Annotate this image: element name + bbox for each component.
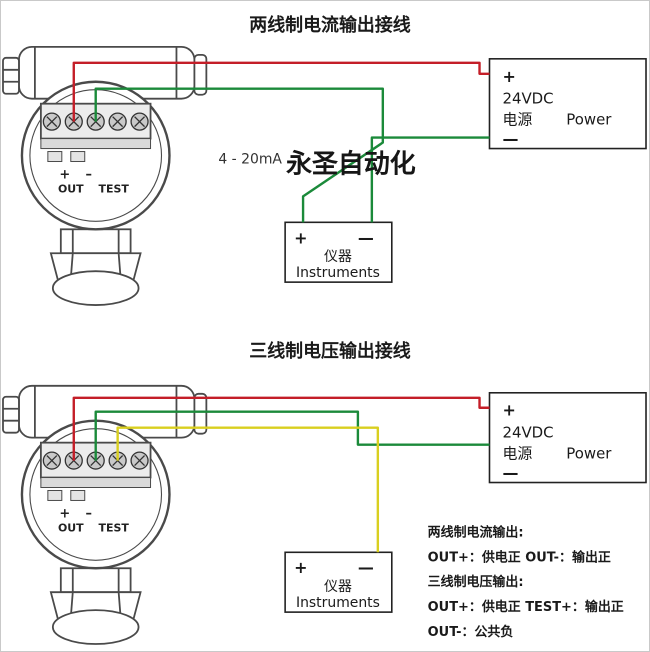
instrument-plus-bottom: + xyxy=(294,558,307,577)
instrument-minus-bottom: — xyxy=(358,558,374,577)
wire-supply-positive-top xyxy=(72,61,490,122)
instrument-name-cn-bottom: 仪器 xyxy=(324,579,352,595)
instrument-box-top xyxy=(284,221,393,283)
wire-output-signal-bottom xyxy=(116,426,380,553)
power-name-en-top: Power xyxy=(566,111,612,129)
power-voltage-bottom: 24VDC xyxy=(502,424,553,442)
power-minus-top: — xyxy=(502,130,518,149)
note-line-2: OUT+：供电正 OUT-：输出正 xyxy=(428,549,611,565)
instrument-minus-top: — xyxy=(358,228,374,247)
note-line-5: OUT-：公共负 xyxy=(428,624,514,640)
transmitter-top xyxy=(1,45,208,307)
power-name-cn-bottom: 电源 xyxy=(502,445,532,463)
instrument-name-en-bottom: Instruments xyxy=(296,595,380,611)
diagram-bottom-title: 三线制电压输出接线 xyxy=(249,340,410,362)
instrument-name-cn-top: 仪器 xyxy=(324,249,352,265)
note-line-4: OUT+：供电正 TEST+：输出正 xyxy=(428,599,624,615)
power-voltage-top: 24VDC xyxy=(502,90,553,108)
wire-supply-positive-bottom xyxy=(72,396,490,461)
wire-output-signal-top xyxy=(94,87,385,223)
diagram-top-title: 两线制电流输出接线 xyxy=(249,14,410,36)
power-plus-bottom: + xyxy=(502,401,515,420)
wire-supply-return-bottom xyxy=(94,410,490,461)
instrument-name-en-top: Instruments xyxy=(296,265,380,281)
power-plus-top: + xyxy=(502,67,515,86)
watermark-text: 永圣自动化 xyxy=(286,148,416,179)
power-name-cn-top: 电源 xyxy=(502,111,532,129)
instrument-box-bottom xyxy=(284,551,393,613)
power-name-en-bottom: Power xyxy=(566,445,612,463)
transmitter-bottom xyxy=(1,384,208,646)
note-line-3: 三线制电压输出: xyxy=(428,574,524,590)
power-supply-box-top xyxy=(488,58,647,150)
wire-supply-negative-top xyxy=(370,136,490,223)
power-supply-box-bottom xyxy=(488,391,647,484)
note-line-1: 两线制电流输出: xyxy=(428,524,524,540)
power-minus-bottom: — xyxy=(502,464,518,483)
instrument-plus-top: + xyxy=(294,228,307,247)
signal-range-label: 4 - 20mA xyxy=(218,152,282,168)
